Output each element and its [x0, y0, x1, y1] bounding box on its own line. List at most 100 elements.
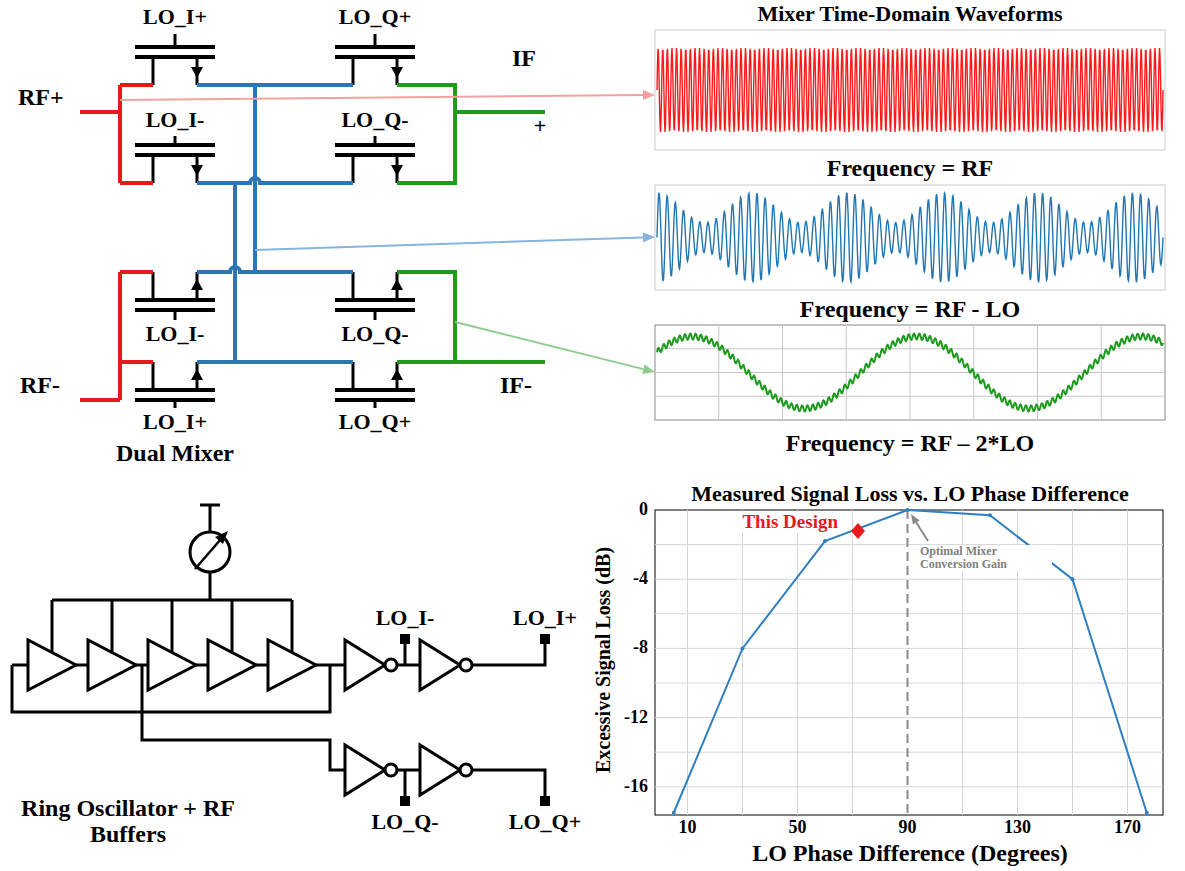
rf-minus-lo-waveform	[657, 193, 1163, 283]
mid-node-wire	[197, 178, 353, 362]
grid-line	[797, 510, 798, 815]
grid-line	[655, 786, 1163, 787]
annotation-arrow	[916, 523, 928, 542]
leader-line	[120, 95, 643, 100]
design-marker	[851, 523, 865, 539]
inverter-bubble	[385, 764, 397, 776]
leader-line	[255, 237, 643, 250]
delay-cells	[28, 640, 316, 690]
inverter-triangle	[420, 745, 460, 795]
plot-frame	[655, 510, 1163, 815]
gate-stub	[174, 136, 177, 145]
rf-minus-wire	[80, 272, 153, 400]
grid-line	[655, 648, 1163, 649]
grid-line	[742, 510, 743, 815]
buffer-triangle	[28, 640, 76, 690]
inverter-bubble	[460, 764, 472, 776]
grid-line	[655, 348, 1165, 349]
transistor	[135, 272, 215, 310]
callout-arrows	[120, 90, 655, 374]
data-point	[1071, 577, 1075, 581]
tick-label: -8	[633, 638, 648, 658]
transistor	[335, 145, 415, 183]
transistor	[135, 145, 215, 183]
grid-line	[655, 396, 1165, 397]
mid-wires	[197, 85, 353, 362]
gate-stub	[374, 34, 377, 47]
gate-stub	[374, 136, 377, 145]
grid-line	[655, 613, 1163, 614]
signal-label: LO_Q+	[339, 410, 411, 434]
wire	[231, 600, 234, 653]
grid-line	[655, 544, 1163, 545]
wire	[209, 505, 212, 532]
i-buffer-chain	[345, 634, 550, 690]
data-point	[672, 811, 676, 815]
inverter-triangle	[420, 640, 460, 690]
grid-line	[655, 752, 1163, 753]
port-label: IF-	[500, 372, 532, 398]
optimum-line	[907, 510, 909, 815]
signal-label: LO_Q+	[339, 5, 411, 29]
if-minus-wire	[397, 272, 545, 362]
ring-wires	[12, 665, 345, 770]
wire	[291, 600, 294, 653]
pin-label: LO_Q-	[371, 810, 438, 834]
gate-stub	[374, 310, 377, 320]
chart-title: Measured Signal Loss vs. LO Phase Differ…	[691, 482, 1128, 506]
data-point	[1145, 811, 1149, 815]
buffer-triangle	[148, 640, 196, 690]
signal-label: LO_I-	[146, 108, 205, 132]
leader-line	[455, 322, 643, 369]
tick-label: -16	[624, 777, 648, 797]
waveform-caption: Frequency = RF - LO	[800, 296, 1020, 322]
port-label: RF-	[20, 372, 60, 398]
figure-caption: Ring Oscillator + RF Buffers	[21, 795, 236, 848]
mid-node-wire	[197, 85, 353, 272]
data-points	[672, 508, 1149, 815]
tick-label: -4	[633, 569, 648, 589]
port-label: RF+	[18, 84, 64, 110]
buffer-triangle	[88, 640, 136, 690]
arrow-head	[643, 232, 655, 242]
signal-label: LO_Q-	[341, 108, 408, 132]
buffer-triangle	[208, 640, 256, 690]
grid-line	[655, 717, 1163, 718]
pin-square	[400, 796, 410, 806]
gate-stub	[174, 310, 177, 320]
rf-waveform	[657, 48, 1163, 132]
signal-label: LO_I+	[143, 410, 207, 434]
transistor	[135, 47, 215, 85]
grid-line	[655, 683, 1163, 684]
data-point	[906, 508, 910, 512]
gate-stub	[374, 400, 377, 408]
signal-label: LO_I-	[146, 322, 205, 346]
ring-oscillator	[12, 505, 550, 806]
if-wires	[397, 85, 545, 362]
tick-label: 0	[639, 500, 648, 520]
axis-title: Excessive Signal Loss (dB)	[592, 547, 614, 773]
tick-label: 130	[1004, 818, 1031, 838]
annotation: Optimal Mixer Conversion Gain	[918, 545, 1052, 571]
if-plus-wire	[397, 85, 545, 183]
waveform-frame	[655, 185, 1165, 290]
waveform-frame	[655, 325, 1165, 420]
pin-square	[540, 796, 550, 806]
grid-line	[655, 579, 1163, 580]
signal-label: LO_I+	[143, 5, 207, 29]
wire	[209, 572, 212, 600]
pin-label: LO_Q+	[509, 810, 581, 834]
tuning-arrow	[195, 539, 221, 569]
tick-label: 170	[1114, 818, 1141, 838]
buffer-triangle	[268, 640, 316, 690]
pin-label: LO_I-	[376, 606, 435, 630]
figure-caption: Dual Mixer	[116, 440, 234, 466]
wire	[171, 600, 174, 653]
tick-label: 50	[789, 818, 807, 838]
plot-grid	[655, 510, 1163, 815]
data-point	[988, 513, 992, 517]
port-label: IF	[512, 45, 536, 71]
gate-stub	[174, 34, 177, 47]
